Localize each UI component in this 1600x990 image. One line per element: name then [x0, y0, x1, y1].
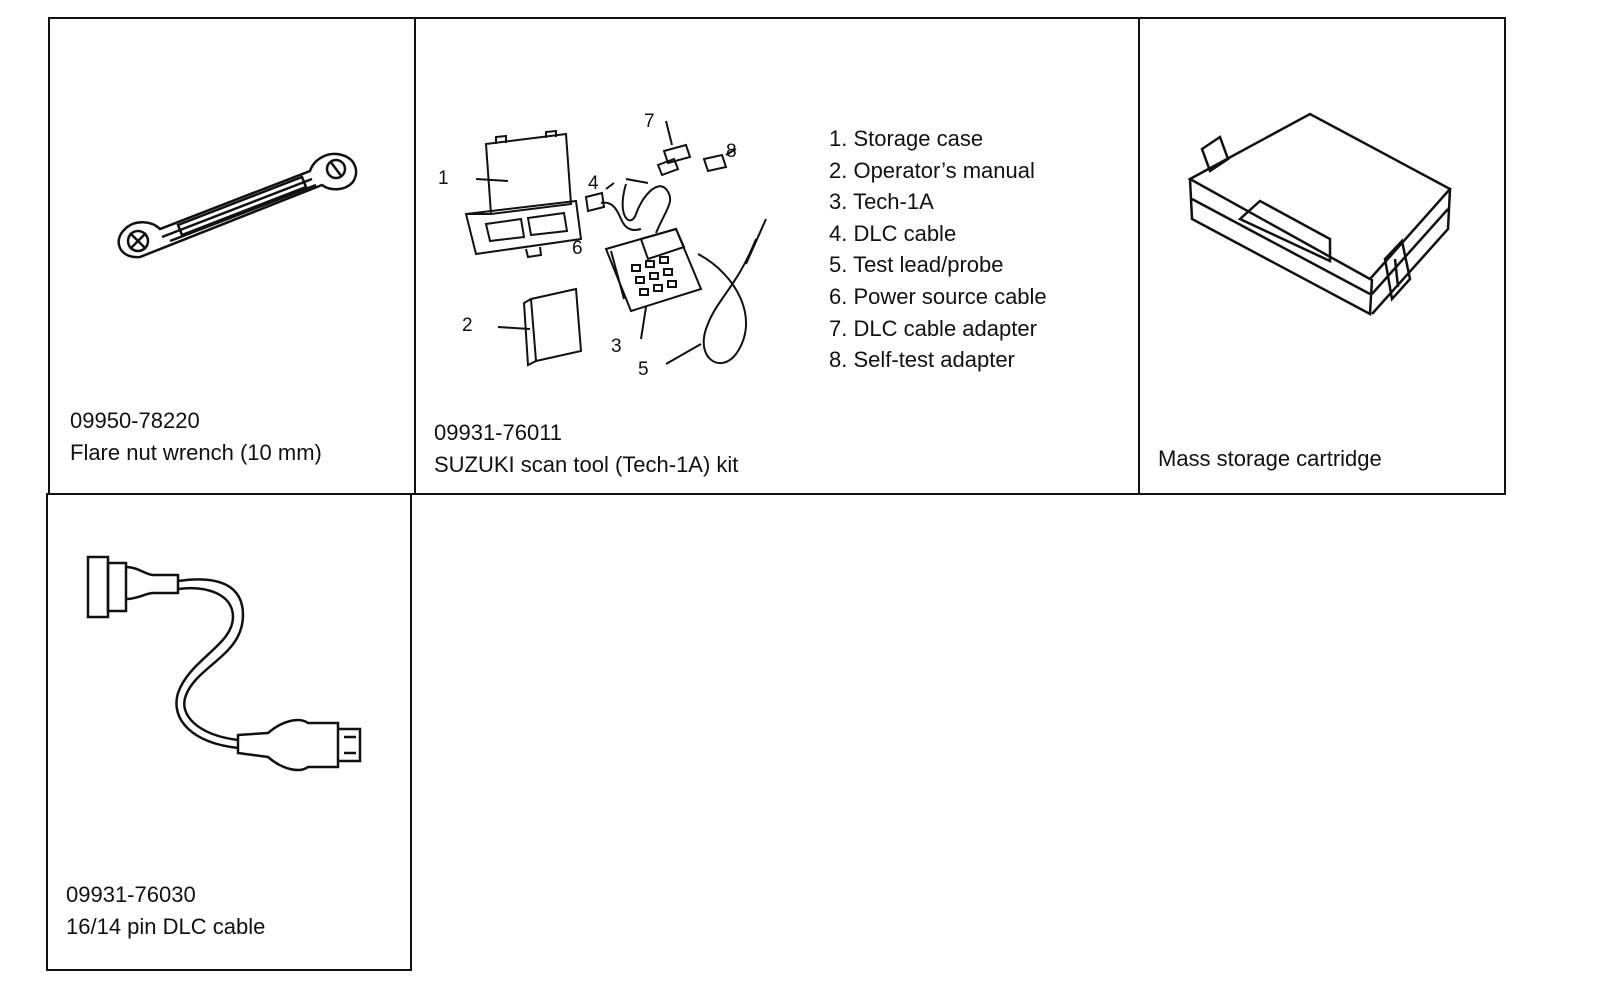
tool-cell-flare-nut-wrench: 09950-78220 Flare nut wrench (10 mm) [48, 17, 416, 495]
callout-2: 2 [462, 315, 473, 336]
kit-part-item: 5. Test lead/probe [829, 252, 1004, 278]
part-number: 09950-78220 [70, 408, 200, 433]
callout-8: 8 [726, 141, 737, 162]
tool-cell-mass-storage-cartridge: Mass storage cartridge [1138, 17, 1506, 495]
kit-part-item: 3. Tech-1A [829, 189, 934, 215]
operators-manual-shape [529, 287, 583, 363]
callout-7: 7 [644, 111, 655, 132]
power-source-cable-shape [600, 201, 642, 231]
dlc-cable-shape [621, 183, 672, 234]
tool-cell-scan-tool-kit: 1 2 3 4 5 6 7 8 1. Storage case 2. Opera… [414, 17, 1140, 495]
kit-part-item: 4. DLC cable [829, 220, 957, 246]
self-test-adapter-shape [702, 153, 728, 173]
tool-name: Mass storage cartridge [1158, 446, 1382, 471]
callout-5: 5 [638, 359, 649, 380]
kit-part-item: 1. Storage case [829, 126, 984, 151]
callout-4: 4 [588, 173, 599, 194]
callout-6: 6 [572, 238, 583, 259]
mass-storage-cartridge-illustration [1187, 112, 1452, 317]
tool-cell-dlc-cable: 09931-76030 16/14 pin DLC cable [46, 493, 412, 971]
part-number: 09931-76030 [66, 882, 196, 907]
part-number: 09931-76011 [434, 420, 563, 445]
storage-case-shape [484, 132, 573, 216]
dlc-cable-adapter-shape [662, 143, 692, 165]
tool-caption: 09931-76030 16/14 pin DLC cable [66, 879, 265, 943]
flare-nut-wrench-illustration [117, 152, 358, 259]
kit-parts-list: 1. Storage case 2. Operator’s manual 3. … [829, 123, 1047, 376]
kit-part-item: 2. Operator’s manual [829, 157, 1035, 183]
kit-part-item: 7. DLC cable adapter [829, 315, 1037, 341]
tool-name: SUZUKI scan tool (Tech-1A) kit [434, 452, 739, 477]
tool-name: Flare nut wrench (10 mm) [70, 440, 322, 465]
tech-1a-shape [604, 227, 703, 313]
tool-caption: Mass storage cartridge [1158, 443, 1382, 475]
kit-part-item: 6. Power source cable [829, 283, 1047, 309]
callout-1: 1 [438, 168, 449, 189]
tool-caption: 09950-78220 Flare nut wrench (10 mm) [70, 405, 322, 469]
tool-caption: 09931-76011 SUZUKI scan tool (Tech-1A) k… [434, 417, 738, 481]
callout-3: 3 [611, 336, 622, 357]
dlc-cable-illustration [86, 555, 362, 772]
tool-name: 16/14 pin DLC cable [66, 914, 266, 939]
scan-tool-kit-illustration [464, 120, 767, 367]
test-lead-probe-shape [697, 238, 757, 365]
kit-part-item: 8. Self-test adapter [829, 347, 1015, 373]
